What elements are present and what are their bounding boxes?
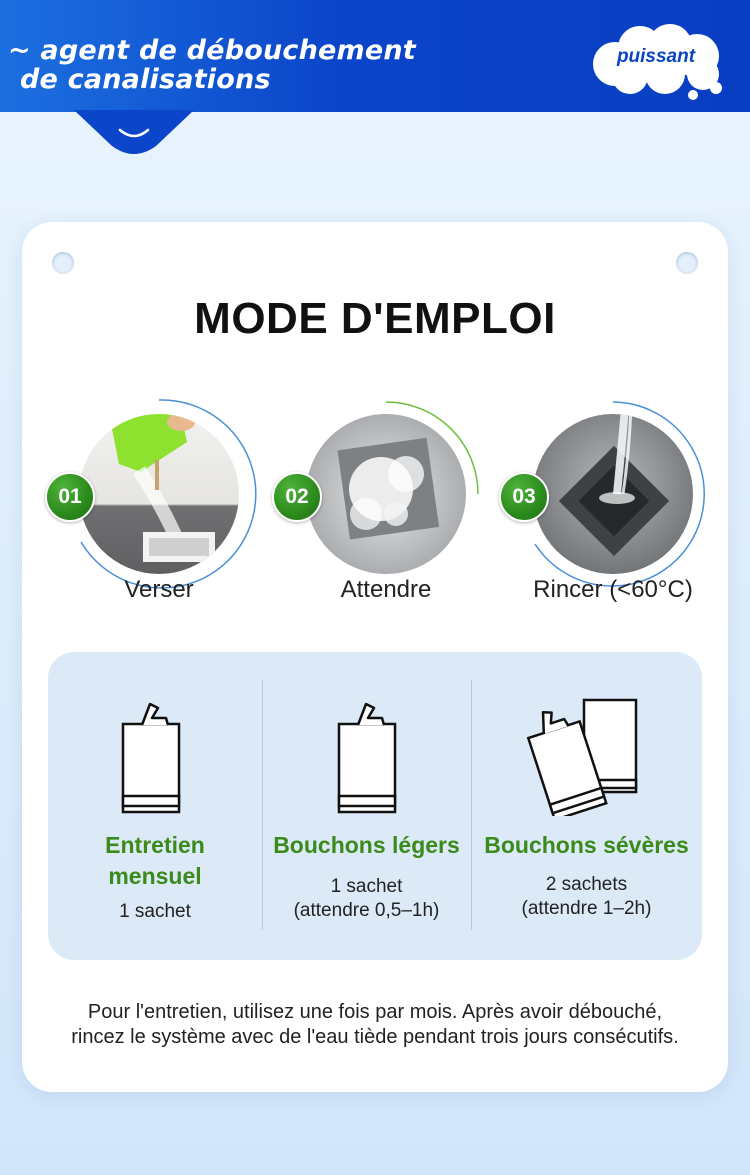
step-1-number-badge: 01	[45, 472, 95, 522]
step-2-number-badge: 02	[272, 472, 322, 522]
usage-maintenance-title-line-1: Entretien	[105, 832, 205, 858]
tagline-line-1: ~ agent de débouchement	[8, 35, 416, 66]
step-2: 02 Attendre	[272, 394, 486, 624]
usage-severe-clogs-dose: 2 sachets	[545, 874, 628, 895]
rinsing-drain-icon	[533, 401, 705, 587]
usage-light-clogs-wait: (attendre 0,5–1h)	[293, 900, 440, 921]
usage-panel: Entretien mensuel 1 sachet Bouchons lége…	[48, 652, 702, 960]
tagline-line-2: de canalisations	[20, 64, 271, 95]
usage-footnote: Pour l'entretien, utilisez une fois par …	[71, 1001, 679, 1048]
panel-divider-1	[262, 680, 263, 930]
single-sachet-icon	[121, 702, 181, 814]
step-2-label: Attendre	[340, 576, 432, 603]
usage-maintenance-dose: 1 sachet	[119, 901, 191, 922]
cloud-badge-icon	[593, 24, 722, 100]
double-sachet-icon	[526, 698, 638, 816]
panel-divider-2	[471, 680, 472, 930]
usage-light-clogs-dose: 1 sachet	[330, 876, 403, 897]
usage-maintenance: Entretien mensuel 1 sachet	[48, 652, 262, 960]
punch-hole-right	[676, 252, 698, 274]
foaming-drain-icon	[306, 401, 479, 574]
step-3-label: Rincer (<60°C)	[533, 576, 693, 603]
step-3-number-badge: 03	[499, 472, 549, 522]
punch-hole-left	[52, 252, 74, 274]
usage-severe-clogs-wait: (attendre 1–2h)	[521, 898, 652, 919]
usage-light-clogs-title: Bouchons légers	[273, 832, 460, 858]
instructions-card: MODE D'EMPLOI 01 Verser	[22, 222, 728, 1092]
usage-severe-clogs-title: Bouchons sévères	[484, 832, 689, 858]
step-3: 03 Rincer (<60°C)	[499, 394, 713, 624]
single-sachet-icon	[337, 702, 397, 814]
tagline: ~ agent de débouchement de canalisations	[8, 36, 416, 94]
usage-maintenance-title-line-2: mensuel	[108, 863, 202, 889]
card-title: MODE D'EMPLOI	[194, 294, 556, 343]
step-1-label: Verser	[124, 576, 194, 603]
pouring-powder-icon	[79, 399, 257, 589]
usage-light-clogs: Bouchons légers 1 sachet (attendre 0,5–1…	[262, 652, 471, 960]
puissant-badge-label: puissant	[616, 46, 696, 67]
usage-severe-clogs: Bouchons sévères 2 sachets (attendre 1–2…	[471, 652, 702, 960]
step-1: 01 Verser	[45, 394, 259, 624]
header-notch	[74, 110, 194, 154]
